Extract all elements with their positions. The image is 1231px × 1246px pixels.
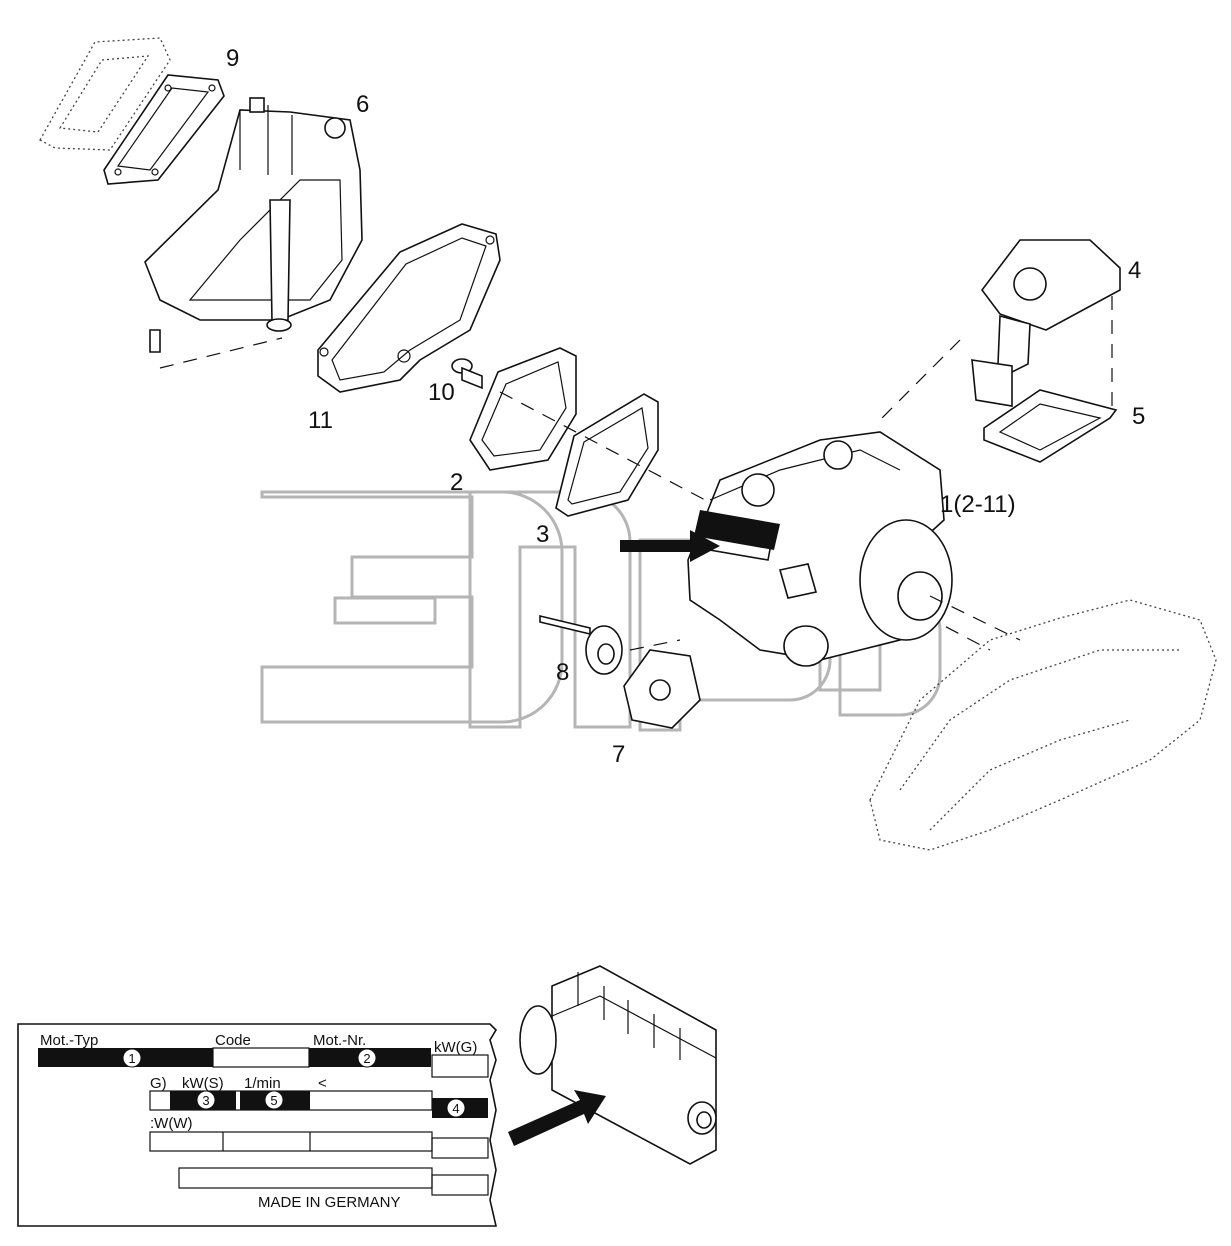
marker-5: 5 (270, 1093, 277, 1108)
plate-label-rpm: 1/min (244, 1075, 281, 1092)
marker-3: 3 (202, 1093, 209, 1108)
plate-label-kw-w: :W(W) (150, 1115, 192, 1132)
callout-2: 2 (450, 469, 463, 496)
engine-location-sketch (508, 965, 717, 1165)
part-3-gasket (555, 393, 659, 517)
part-4-cover (971, 239, 1121, 407)
plate-label-kw-s: kW(S) (182, 1075, 224, 1092)
part-6-governor-housing (144, 97, 363, 369)
plate-arrow: < (318, 1075, 327, 1092)
callout-9: 9 (226, 45, 239, 72)
nameplate: Mot.-Typ Code Mot.-Nr. kW(G) 1 2 G) kW(S… (17, 1023, 498, 1227)
callout-10: 10 (428, 379, 455, 406)
arrow-to-pump-label (620, 510, 780, 562)
plate-label-mot-typ: Mot.-Typ (40, 1032, 98, 1049)
part-5-gasket (983, 389, 1118, 463)
callout-7: 7 (612, 741, 625, 768)
part-2-gasket (469, 347, 577, 471)
callout-8: 8 (556, 659, 569, 686)
part-10-plug (451, 358, 483, 390)
part-1-pump (687, 431, 953, 667)
plate-label-g: G) (150, 1075, 167, 1092)
engine-block-outline (869, 599, 1217, 851)
plate-label-kw-g: kW(G) (434, 1039, 477, 1056)
part-7-housing (623, 649, 701, 729)
marker-1: 1 (128, 1051, 135, 1066)
plate-label-mot-nr: Mot.-Nr. (313, 1032, 366, 1049)
callout-4: 4 (1128, 257, 1141, 284)
callout-6: 6 (356, 91, 369, 118)
callout-1: 1(2-11) (940, 491, 1016, 518)
callout-11: 11 (308, 407, 333, 434)
plate-label-code: Code (215, 1032, 251, 1049)
callout-3: 3 (536, 521, 549, 548)
part-11-gasket (317, 223, 501, 393)
part-9-flange (39, 37, 225, 185)
plate-made-in-germany: MADE IN GERMANY (258, 1194, 401, 1211)
callout-labels: 9 6 4 5 10 11 2 3 1(2-11) 8 7 (226, 45, 1145, 768)
callout-5: 5 (1132, 403, 1145, 430)
marker-2: 2 (363, 1051, 370, 1066)
part-8-plunger (539, 614, 623, 675)
marker-4: 4 (452, 1101, 459, 1116)
